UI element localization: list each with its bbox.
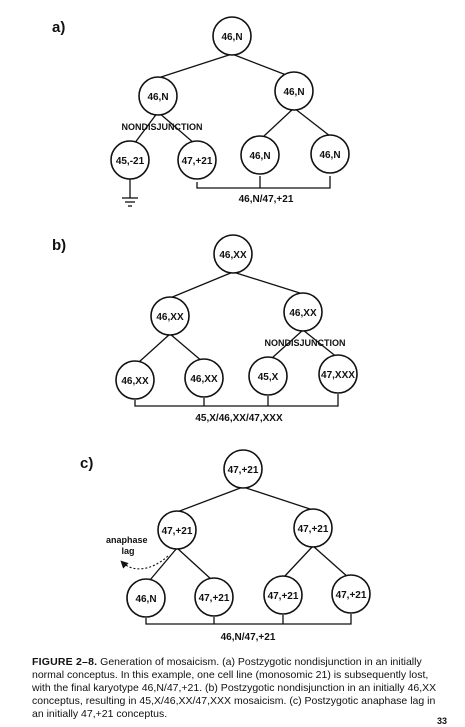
panel-a: a) 46,N 46,N 46,N NONDISJUNCTION 45,-21 … [52,16,350,207]
karyotype-node-rl: 46,N [240,135,280,175]
bracket [196,176,331,189]
karyotype-node-root: 46,XX [213,234,253,274]
karyotype-node-right: 46,XX [283,292,323,332]
nondisjunction-label: NONDISJUNCTION [264,338,345,348]
edge [169,333,204,363]
svg-text:46,N: 46,N [135,594,156,605]
anaphase-lag-line-2: lag [121,546,134,556]
karyotype-node-ll: 45,-21 [110,140,150,180]
svg-text:47,+21: 47,+21 [182,156,213,167]
nondisjunction-label: NONDISJUNCTION [121,122,202,132]
edge [149,547,178,581]
karyotype-node-lr: 46,XX [184,358,224,398]
karyotype-node-rl: 45,X [248,356,288,396]
karyotype-node-left: 46,N [138,76,178,116]
edge [169,271,234,299]
svg-text:47,+21: 47,+21 [199,593,230,604]
karyotype-node-left: 46,XX [150,296,190,336]
edge [302,329,339,359]
svg-text:47,+21: 47,+21 [336,590,367,601]
svg-text:46,N: 46,N [249,151,270,162]
cell-line-lost-icon [122,179,138,207]
page-number: 33 [436,716,447,726]
karyotype-node-lr: 47,+21 [177,140,217,180]
edge [157,111,196,145]
figure-caption: FIGURE 2–8. Generation of mosaicism. (a)… [32,656,442,721]
panel-c-label: c) [80,455,93,472]
svg-text:47,+21: 47,+21 [162,526,193,537]
panel-c: c) 47,+21 47,+21 47,+21 anaphase lag 46,… [80,449,371,643]
karyotype-node-lr: 47,+21 [194,577,234,617]
edge [263,107,295,137]
svg-text:45,X: 45,X [258,372,279,383]
svg-text:46,N: 46,N [221,32,242,43]
svg-text:46,XX: 46,XX [289,308,317,319]
svg-text:45,-21: 45,-21 [116,156,145,167]
svg-text:46,XX: 46,XX [219,250,247,261]
karyotype-node-root: 47,+21 [223,449,263,489]
caption-text: Generation of mosaicism. (a) Postzygotic… [32,656,437,720]
anaphase-lag-label: anaphase lag [106,535,150,556]
svg-text:46,N: 46,N [147,92,168,103]
edge [231,53,295,79]
panel-b-label: b) [52,237,66,254]
mosaicism-figure: a) 46,N 46,N 46,N NONDISJUNCTION 45,-21 … [52,16,371,643]
svg-text:46,XX: 46,XX [190,374,218,385]
karyotype-node-right: 47,+21 [293,508,333,548]
svg-text:46,N: 46,N [319,150,340,161]
edge [271,329,304,359]
karyotype-node-ll: 46,N [126,578,166,618]
anaphase-lag-arrow [120,555,169,570]
karyotype-node-rr: 47,+21 [331,574,371,614]
karyotype-node-rr: 47,XXX [318,354,358,394]
svg-text:46,XX: 46,XX [156,312,184,323]
edge [282,545,314,579]
svg-text:46,XX: 46,XX [121,376,149,387]
svg-text:47,+21: 47,+21 [268,591,299,602]
karyotype-node-rr: 46,N [310,134,350,174]
panel-a-label: a) [52,19,65,36]
edge [176,486,244,513]
karyotype-node-right: 46,N [274,71,314,111]
karyotype-node-rl: 47,+21 [263,575,303,615]
bracket [145,614,352,625]
edge [312,545,350,579]
edge [157,53,233,79]
svg-text:46,N: 46,N [283,87,304,98]
edge [293,107,331,137]
karyotype-node-left: 47,+21 [157,510,197,550]
edge [133,111,159,145]
svg-text:47,+21: 47,+21 [298,524,329,535]
svg-text:47,XXX: 47,XXX [321,370,355,381]
caption-head: FIGURE 2–8. [32,656,98,668]
edge [232,271,304,295]
bracket-label: 45,X/46,XX/47,XXX [195,413,283,424]
panel-b: b) 46,XX 46,XX 46,XX NONDISJUNCTION 46,X… [52,234,358,424]
anaphase-lag-line-1: anaphase [106,535,148,545]
bracket-label: 46,N/47,+21 [221,632,276,643]
edge [176,547,213,581]
bracket [134,394,339,407]
karyotype-node-ll: 46,XX [115,360,155,400]
edge [138,333,171,363]
bracket-label: 46,N/47,+21 [239,194,294,205]
karyotype-node-root: 46,N [212,16,252,56]
edge [242,486,314,511]
svg-text:47,+21: 47,+21 [228,465,259,476]
